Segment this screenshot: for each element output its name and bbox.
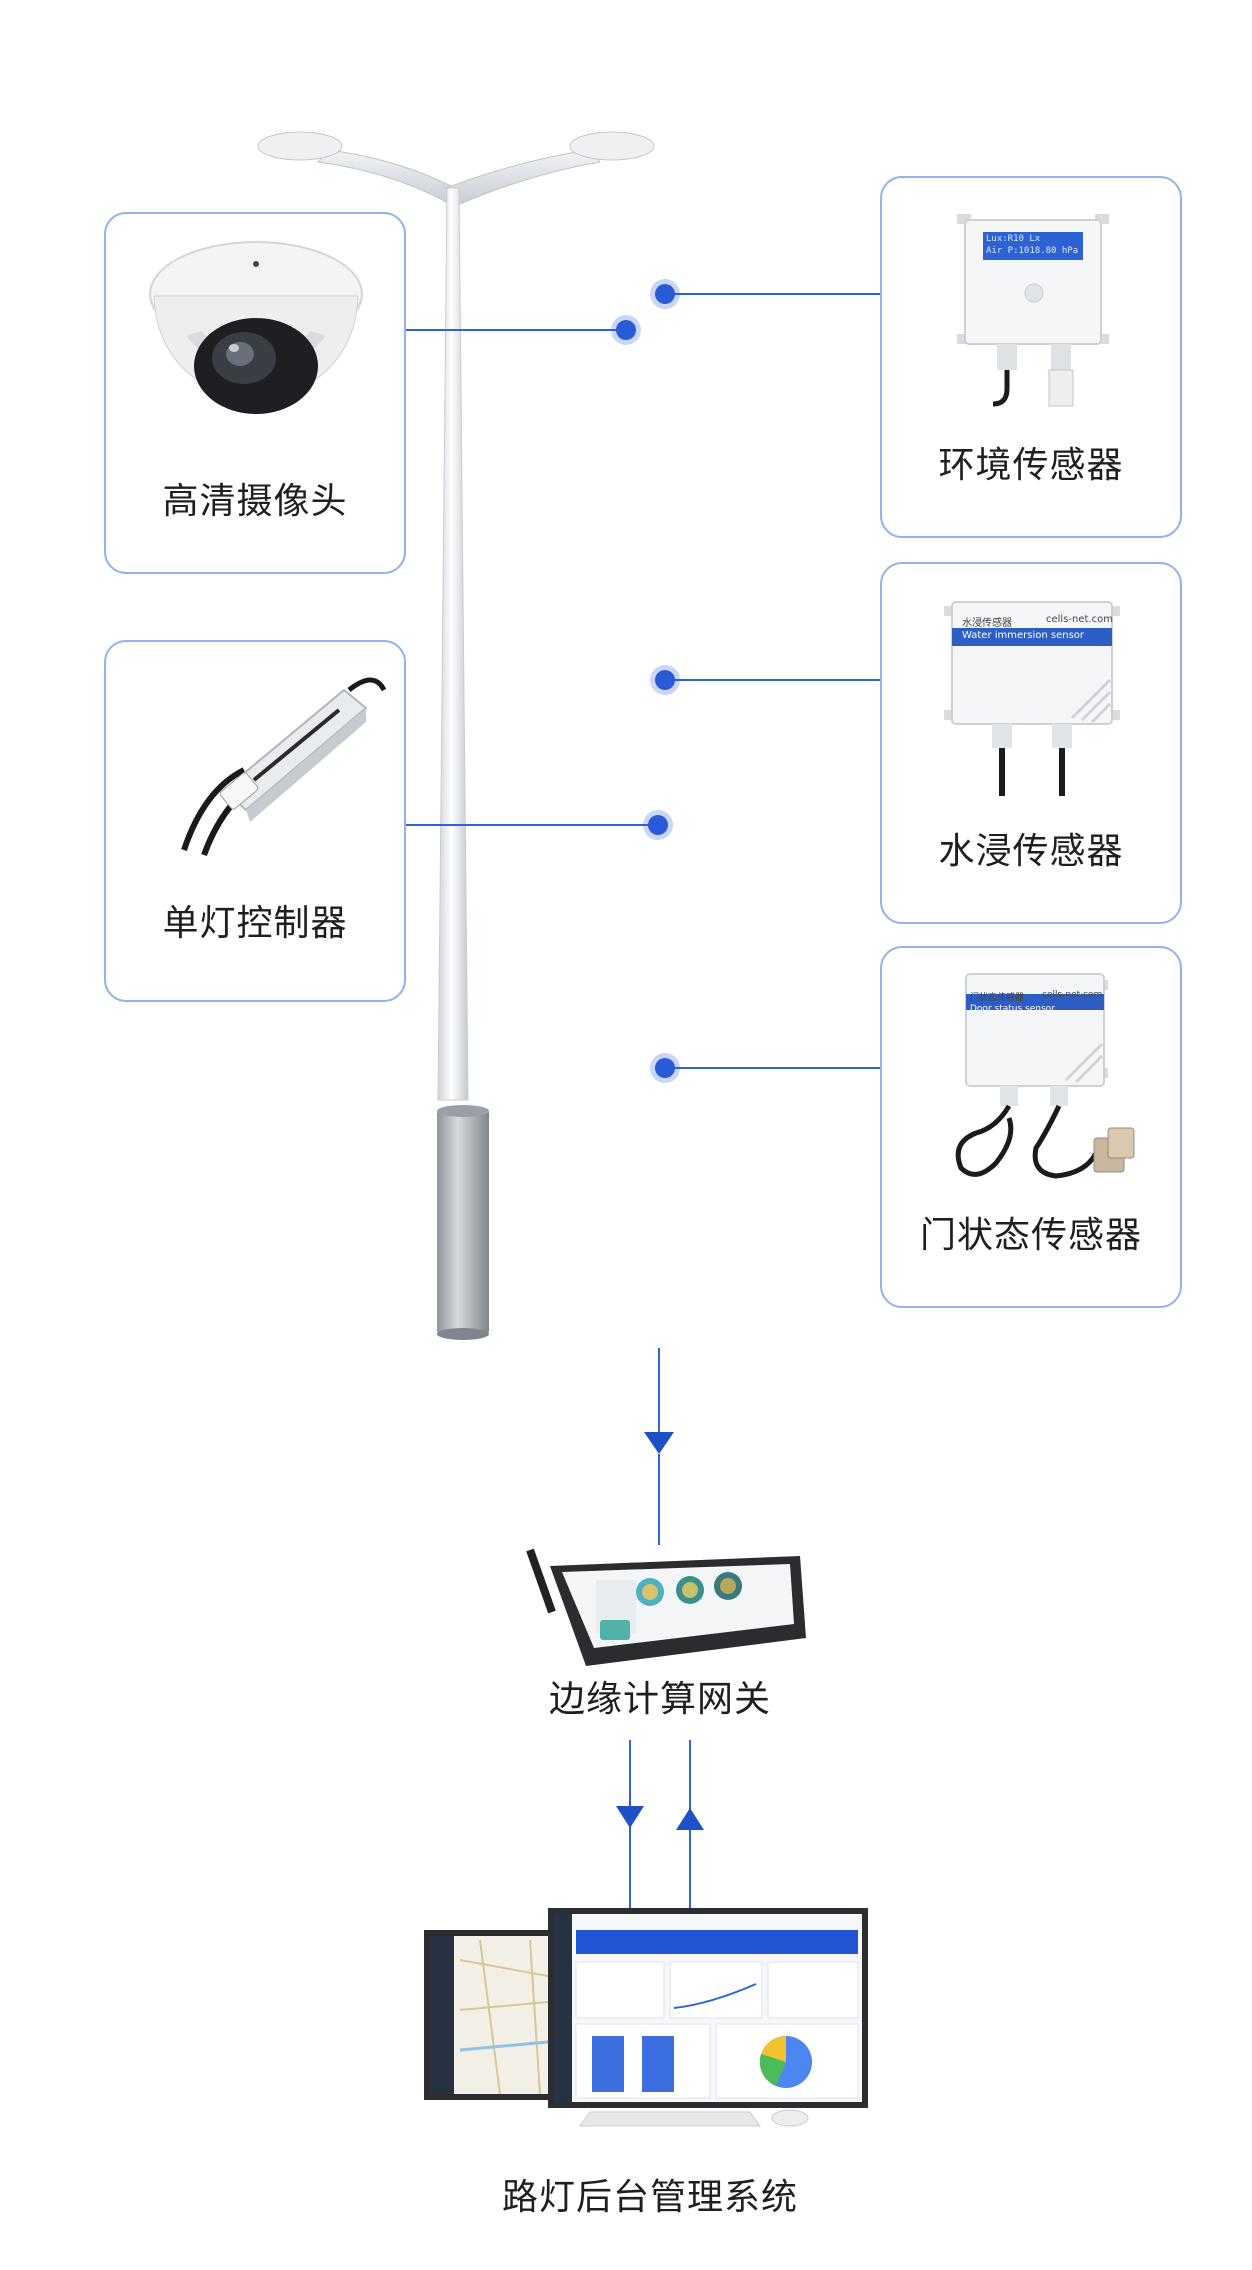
arrow-up-to-gateway [676, 1808, 704, 1830]
card-env-sensor: Lux:R10 Lx Air P:1018.80 hPa 环境传感器 [880, 176, 1182, 538]
camera-icon [149, 241, 363, 414]
card-single-lamp-controller: 单灯控制器 [104, 640, 406, 1002]
controller-label: 单灯控制器 [162, 903, 348, 944]
backend-label: 路灯后台管理系统 [501, 2177, 798, 2218]
env-sensor-label: 环境传感器 [938, 445, 1124, 486]
env-sensor-icon [957, 214, 1109, 407]
backend-system-illustration [424, 1908, 868, 2127]
water-sensor-icon [944, 601, 1120, 796]
lamp-head-left [257, 131, 343, 161]
junction-dot-water [655, 670, 675, 690]
water-sensor-plate-en: Water immersion sensor [962, 630, 1085, 641]
water-sensor-label: 水浸传感器 [938, 831, 1124, 872]
door-sensor-plate-cn: 门状态传感器 [970, 993, 1025, 1003]
card-water-sensor: 水浸传感器 cells-net.com Water immersion sens… [880, 562, 1182, 924]
controller-icon [181, 677, 387, 857]
arrow-down-to-gateway [644, 1432, 674, 1454]
gateway-label: 边缘计算网关 [548, 1679, 771, 1720]
env-sensor-display-line2: Air P:1018.80 hPa [986, 246, 1079, 256]
door-sensor-plate-site: cells-net.com [1042, 990, 1103, 1000]
door-sensor-label: 门状态传感器 [919, 1215, 1142, 1256]
lamp-arm-left [316, 149, 456, 205]
water-sensor-plate-cn: 水浸传感器 [962, 618, 1012, 629]
junction-dot-camera [616, 320, 636, 340]
edge-gateway-device [526, 1548, 806, 1666]
card-door-sensor: 门状态传感器 cells-net.com Door status sensor … [880, 946, 1182, 1308]
door-sensor-icon [955, 973, 1135, 1179]
lamp-arm-right [445, 149, 601, 205]
pole-base [437, 1108, 489, 1336]
door-sensor-plate-en: Door status sensor [970, 1004, 1055, 1014]
junction-dot-env [655, 284, 675, 304]
arrow-down-to-backend [616, 1806, 644, 1828]
pole-shaft [437, 187, 469, 1101]
env-sensor-display-line1: Lux:R10 Lx [986, 234, 1041, 244]
camera-label: 高清摄像头 [162, 481, 348, 522]
lamp-head-right [569, 131, 655, 161]
card-camera: 高清摄像头 [104, 212, 406, 574]
junction-dot-door [655, 1058, 675, 1078]
water-sensor-plate-site: cells-net.com [1046, 614, 1113, 625]
junction-dot-controller [648, 815, 668, 835]
